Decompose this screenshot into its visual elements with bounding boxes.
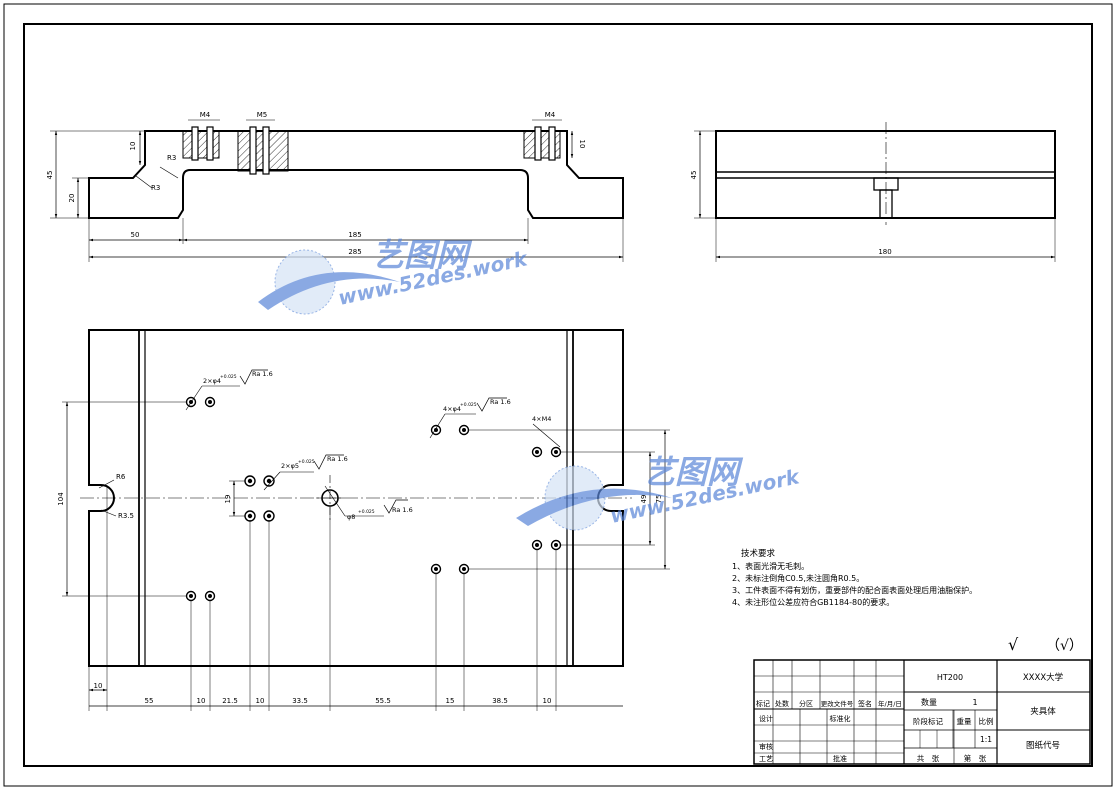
dim-front-45: 45 [46, 171, 54, 180]
tb-date: 年/月/日 [878, 699, 902, 708]
dim-front-10-right: 10 [578, 140, 586, 149]
tb-weight-label: 重量 [957, 717, 972, 726]
dim-bottom-7: 15 [446, 697, 455, 705]
ra-a: Ra 1.6 [252, 370, 273, 378]
plan-view [62, 329, 670, 711]
watermark-1-cn: 艺图网 [372, 236, 473, 274]
title-block-text: HT200 XXXX大学 夹具体 图纸代号 数量 1 阶段标记 重量 比例 1:… [756, 672, 1064, 763]
tb-review: 审核 [759, 742, 773, 751]
callout-2x-phi4-tol: +0.025 [220, 374, 237, 380]
roughness-symbol: √ [1008, 635, 1019, 654]
callout-4xm4: 4×M4 [532, 415, 551, 423]
tb-qty: 1 [972, 698, 977, 707]
dim-bottom-0: 10 [94, 682, 103, 690]
tb-process: 工艺 [759, 755, 773, 763]
dim-bottom-5: 33.5 [292, 697, 308, 705]
dim-front-m4-right: M4 [545, 111, 556, 119]
notes-item-3: 3、工件表面不得有划伤，重要部件的配合面表面处理后用油脂保护。 [732, 585, 977, 595]
dim-bottom-8: 38.5 [492, 697, 508, 705]
tb-design: 设计 [759, 714, 773, 723]
callout-phi8-tol: +0.025 [358, 509, 375, 515]
notes-item-2: 2、未标注倒角C0.5,未注圆角R0.5。 [732, 573, 864, 583]
tb-approve: 批准 [833, 754, 847, 763]
dim-bottom-2: 10 [197, 697, 206, 705]
bottom-dimension-chain: 10 55 10 21.5 10 33.5 55.5 15 38.5 10 [94, 682, 552, 705]
callout-2x-phi4: 2×φ4 [203, 377, 221, 385]
dim-front-285: 285 [348, 248, 361, 256]
roughness-paren: （√） [1046, 638, 1083, 654]
tb-std: 标准化 [830, 714, 851, 723]
dim-front-r3-b: R3 [151, 184, 160, 192]
notes-item-1: 1、表面光滑无毛刺。 [732, 561, 809, 571]
dim-front-m5: M5 [257, 111, 268, 119]
front-view [50, 119, 624, 262]
dim-bottom-6: 55.5 [375, 697, 391, 705]
callout-4x-phi4: 4×φ4 [443, 405, 461, 413]
tb-scale: 1:1 [980, 735, 992, 744]
dim-bottom-1: 55 [145, 697, 154, 705]
ra-d: Ra 1.6 [392, 506, 413, 514]
dim-front-m4-left: M4 [200, 111, 211, 119]
dim-front-185: 185 [348, 231, 361, 239]
dim-side-45: 45 [690, 171, 698, 180]
tb-stage-label: 阶段标记 [913, 716, 943, 726]
callout-4x-phi4-tol: +0.025 [460, 402, 477, 408]
tb-qty-label: 数量 [921, 697, 937, 707]
tb-mark: 标记 [756, 699, 770, 708]
dim-front-20: 20 [68, 194, 76, 203]
dim-75: 75 [655, 495, 663, 504]
tb-total-sheets: 共 张 [917, 754, 940, 763]
title-block [753, 659, 1091, 765]
tb-scale-label: 比例 [979, 716, 994, 726]
tb-material: HT200 [937, 673, 963, 682]
dim-r6: R6 [116, 473, 126, 481]
callout-2x-phi5-tol: +0.025 [298, 459, 315, 465]
ra-b: Ra 1.6 [490, 398, 511, 406]
dim-bottom-9: 10 [543, 697, 552, 705]
dim-bottom-4: 10 [256, 697, 265, 705]
tb-sign: 签名 [858, 699, 872, 708]
dim-bottom-3: 21.5 [222, 697, 238, 705]
general-roughness: √ （√） [1008, 635, 1083, 654]
dim-side-180: 180 [878, 248, 891, 256]
notes-title: 技术要求 [741, 548, 776, 559]
side-view [694, 122, 1056, 262]
tb-doc-no: 更改文件号 [821, 699, 854, 708]
watermark-1: 艺图网 www.52des.work [258, 236, 531, 315]
dim-front-r3-a: R3 [167, 154, 176, 162]
dim-front-10-left: 10 [129, 142, 137, 151]
tb-zones: 处数 [775, 699, 789, 708]
plan-view-labels: 2×φ4 +0.025 Ra 1.6 4×φ4 +0.025 Ra 1.6 4×… [57, 370, 663, 521]
side-view-labels: 45 180 [690, 171, 892, 256]
tb-drawing-no: 图纸代号 [1026, 740, 1060, 751]
tb-sheet-no: 第 张 [964, 753, 987, 763]
ra-c: Ra 1.6 [327, 455, 348, 463]
dim-19: 19 [224, 495, 232, 504]
dim-49: 49 [640, 495, 648, 504]
front-view-labels: M4 M5 M4 10 10 R3 R3 45 20 50 185 285 [46, 111, 586, 256]
callout-phi8: φ8 [347, 513, 355, 521]
callout-2x-phi5: 2×φ5 [281, 462, 299, 470]
tb-zone-val: 分区 [799, 699, 813, 708]
dim-r35: R3.5 [118, 512, 134, 520]
dim-front-50: 50 [131, 231, 140, 239]
watermark-2: 艺图网 www.52des.work [516, 453, 803, 531]
tb-university: XXXX大学 [1023, 672, 1064, 683]
technical-notes: 技术要求 1、表面光滑无毛刺。 2、未标注倒角C0.5,未注圆角R0.5。 3、… [732, 548, 977, 607]
watermark-2-cn: 艺图网 [643, 453, 744, 491]
notes-item-4: 4、未注形位公差应符合GB1184-80的要求。 [732, 597, 894, 607]
tb-part-name: 夹具体 [1030, 706, 1056, 717]
outer-border [3, 3, 1113, 787]
dim-104: 104 [57, 492, 65, 506]
inner-frame [23, 23, 1093, 767]
